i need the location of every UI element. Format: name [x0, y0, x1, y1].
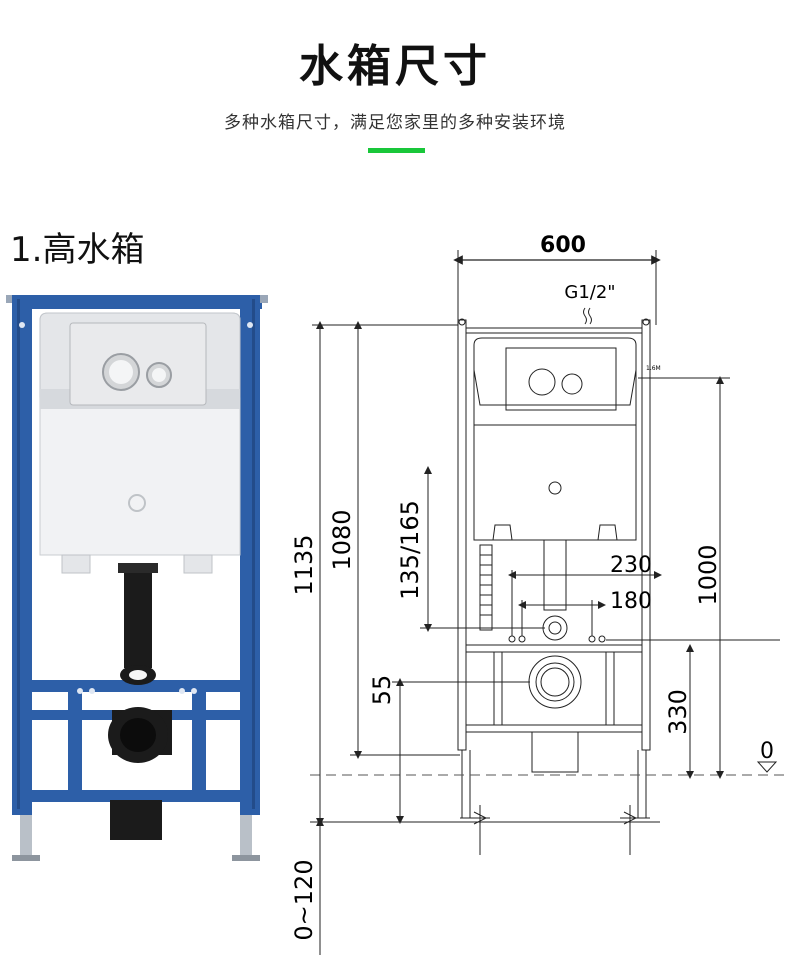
- dim-330-label: 330: [664, 689, 692, 735]
- cistern-product-illustration: [6, 295, 268, 861]
- dim-135-165-label: 135/165: [396, 500, 424, 600]
- dim-0-120-label: 0~120: [290, 859, 318, 940]
- page-subtitle: 多种水箱尺寸，满足您家里的多种安装环境: [224, 113, 566, 133]
- dim-230-label: 230: [610, 553, 652, 578]
- accent-bar: [368, 148, 425, 153]
- dim-55-label: 55: [368, 675, 396, 706]
- inlet-label: G1/2": [564, 282, 615, 303]
- dim-width-label: 600: [540, 233, 586, 258]
- dim-1000-label: 1000: [694, 544, 722, 605]
- section-title: 1.高水箱: [10, 230, 145, 270]
- dim-0-label: 0: [760, 739, 774, 764]
- dim-1080-label: 1080: [328, 509, 356, 570]
- cistern-dimension-drawing: 600 G1/2": [290, 233, 785, 955]
- dim-180-label: 180: [610, 589, 652, 614]
- dim-1135-label: 1135: [290, 534, 318, 595]
- small-tag-label: 1.6M: [646, 365, 661, 372]
- page-title: 水箱尺寸: [299, 41, 491, 92]
